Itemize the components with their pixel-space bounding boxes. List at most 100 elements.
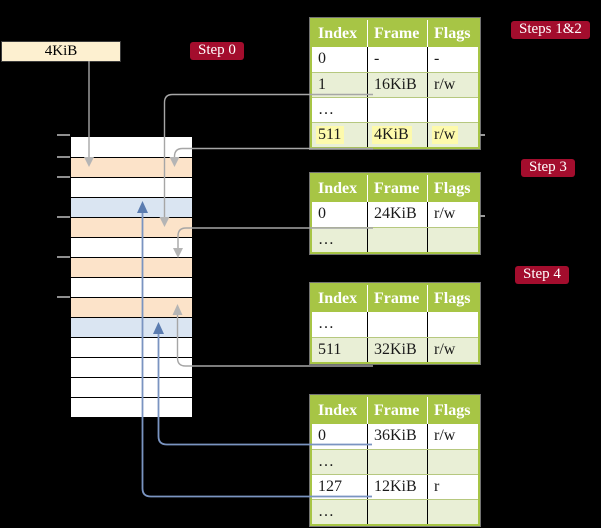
steps-1-2-label: Steps 1&2 (511, 21, 590, 39)
cell-index: 511 (318, 341, 342, 358)
table-header: Index Frame Flags (312, 20, 478, 47)
memory-cell-4 (71, 197, 192, 217)
table-row-highlighted: 511 4KiB r/w (312, 122, 478, 147)
cell-frame (367, 312, 427, 337)
cell-index: 127 (318, 478, 342, 495)
cell-frame: 12KiB (367, 475, 427, 499)
cell-index: 0 (318, 50, 326, 67)
memory-cell-7 (71, 257, 192, 277)
header-index: Index (318, 402, 358, 419)
table-row: … (312, 499, 478, 524)
header-index: Index (318, 290, 358, 307)
highlighted-value: r/w (432, 126, 459, 144)
address-tick (57, 296, 70, 298)
memory-cell-12 (71, 357, 192, 377)
cell-frame (367, 98, 427, 122)
header-flags: Flags (427, 175, 478, 202)
cell-frame (367, 450, 427, 474)
memory-cell-14 (71, 397, 192, 417)
table-row: … (312, 97, 478, 122)
header-frame: Frame (367, 20, 427, 47)
header-frame: Frame (367, 397, 427, 424)
cell-index: 0 (318, 427, 326, 444)
memory-cell-6 (71, 237, 192, 257)
cell-flags: r/w (427, 424, 478, 449)
table-row: … (312, 312, 478, 337)
header-index: Index (318, 25, 358, 42)
address-tick (57, 216, 70, 218)
cell-frame: 24KiB (367, 202, 427, 227)
table-row: 1 16KiB r/w (312, 72, 478, 97)
cell-flags (427, 98, 478, 122)
connector-stub (480, 215, 485, 217)
cell-flags: r (427, 475, 478, 499)
step-4-label: Step 4 (515, 266, 569, 284)
cell-frame: - (367, 47, 427, 72)
memory-cell-8 (71, 277, 192, 297)
cell-flags: r/w (427, 202, 478, 227)
page-table-a: Index Frame Flags 0 - - 1 16KiB r/w … 51… (310, 18, 480, 149)
memory-cell-11 (71, 337, 192, 357)
memory-cell-3 (71, 177, 192, 197)
memory-cell-9 (71, 297, 192, 317)
table-header: Index Frame Flags (312, 285, 478, 312)
cell-index: … (318, 101, 334, 118)
cell-index: … (318, 231, 334, 248)
table-header: Index Frame Flags (312, 397, 478, 424)
highlighted-value: 4KiB (372, 126, 412, 144)
cell-index: … (318, 503, 334, 520)
table-row: 127 12KiB r (312, 474, 478, 499)
table-row: 0 24KiB r/w (312, 202, 478, 227)
table-row: 0 36KiB r/w (312, 424, 478, 449)
memory-stack (70, 136, 193, 418)
cell-frame: 16KiB (367, 73, 427, 97)
arrow-tableA-row511-to-cell2 (173, 147, 373, 157)
header-frame: Frame (367, 175, 427, 202)
connector-stub (480, 134, 485, 136)
cell-flags: r/w (427, 73, 478, 97)
table-row: 511 32KiB r/w (312, 337, 478, 362)
header-frame: Frame (367, 285, 427, 312)
cell-index: … (318, 315, 334, 332)
table-header: Index Frame Flags (312, 175, 478, 202)
memory-cell-5 (71, 217, 192, 237)
cell-index: … (318, 453, 334, 470)
address-tick (57, 134, 70, 136)
cell-index: 1 (318, 76, 326, 93)
table-row: … (312, 449, 478, 474)
address-tick (57, 176, 70, 178)
table-row: 0 - - (312, 47, 478, 72)
cell-flags: r/w (427, 338, 478, 362)
address-tick (57, 256, 70, 258)
address-tick (57, 156, 70, 158)
frame-size-box: 4KiB (1, 41, 121, 62)
header-flags: Flags (427, 285, 478, 312)
memory-cell-1 (71, 137, 192, 157)
step-3-label: Step 3 (521, 159, 575, 177)
cell-index: 511 (312, 123, 367, 147)
cell-flags: - (427, 47, 478, 72)
cell-frame: 32KiB (367, 338, 427, 362)
cell-frame: 36KiB (367, 424, 427, 449)
table-row: … (312, 227, 478, 252)
header-flags: Flags (427, 397, 478, 424)
header-flags: Flags (427, 20, 478, 47)
cell-frame (367, 500, 427, 524)
page-table-b: Index Frame Flags 0 24KiB r/w … (310, 173, 480, 254)
page-table-c: Index Frame Flags … 511 32KiB r/w (310, 283, 480, 364)
cell-flags (427, 312, 478, 337)
highlighted-value: 511 (316, 126, 345, 144)
cell-flags (427, 500, 478, 524)
cell-flags (427, 228, 478, 252)
page-table-d: Index Frame Flags 0 36KiB r/w … 127 12Ki… (310, 395, 480, 526)
memory-cell-13 (71, 377, 192, 397)
cell-frame (367, 228, 427, 252)
cell-index: 0 (318, 205, 326, 222)
memory-cell-2 (71, 157, 192, 177)
memory-cell-10 (71, 317, 192, 337)
step-0-label: Step 0 (190, 42, 244, 60)
header-index: Index (318, 180, 358, 197)
cell-flags (427, 450, 478, 474)
cell-frame: 4KiB (367, 123, 427, 147)
